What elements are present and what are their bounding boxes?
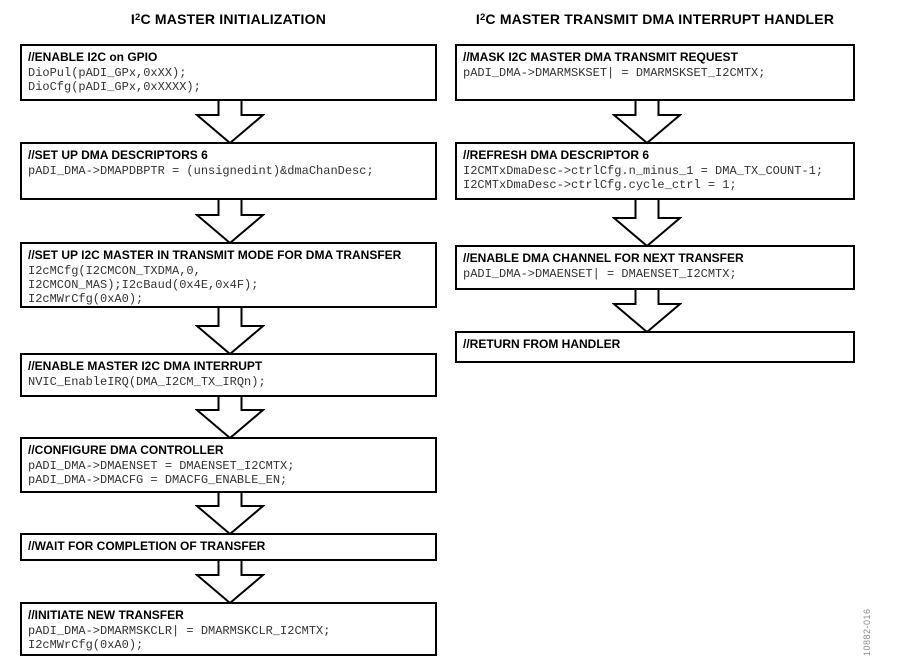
box-code: I2cMCfg(I2CMCON_TXDMA,0, I2CMCON_MAS);I2… bbox=[28, 264, 259, 306]
flow-box-configure-dma-controller: //CONFIGURE DMA CONTROLLER pADI_DMA->DMA… bbox=[20, 437, 437, 493]
box-heading: //ENABLE I2C on GPIO bbox=[28, 50, 158, 64]
box-heading: //ENABLE MASTER I2C DMA INTERRUPT bbox=[28, 359, 263, 373]
title-text: C MASTER INITIALIZATION bbox=[140, 11, 327, 27]
title-superscript: 2 bbox=[479, 12, 486, 23]
box-code: NVIC_EnableIRQ(DMA_I2CM_TX_IRQn); bbox=[28, 375, 266, 389]
box-heading: //REFRESH DMA DESCRIPTOR 6 bbox=[463, 148, 650, 162]
left-column-title: I2C MASTER INITIALIZATION bbox=[20, 11, 437, 27]
down-arrow bbox=[195, 308, 265, 355]
flow-box-wait-for-completion: //WAIT FOR COMPLETION OF TRANSFER bbox=[20, 533, 437, 561]
box-heading: //SET UP DMA DESCRIPTORS 6 bbox=[28, 148, 208, 162]
down-arrow bbox=[195, 200, 265, 244]
box-code: pADI_DMA->DMARMSKCLR| = DMARMSKCLR_I2CMT… bbox=[28, 624, 331, 652]
flow-box-refresh-dma-descriptor: //REFRESH DMA DESCRIPTOR 6 I2CMTxDmaDesc… bbox=[455, 142, 855, 200]
box-code: DioPul(pADI_GPx,0xXX); DioCfg(pADI_GPx,0… bbox=[28, 66, 201, 94]
box-heading: //ENABLE DMA CHANNEL FOR NEXT TRANSFER bbox=[463, 251, 744, 265]
flow-box-mask-dma-transmit-request: //MASK I2C MASTER DMA TRANSMIT REQUEST p… bbox=[455, 44, 855, 101]
flow-box-return-from-handler: //RETURN FROM HANDLER bbox=[455, 331, 855, 363]
box-heading: //SET UP I2C MASTER IN TRANSMIT MODE FOR… bbox=[28, 248, 402, 262]
box-heading: //INITIATE NEW TRANSFER bbox=[28, 608, 184, 622]
down-arrow bbox=[195, 397, 265, 439]
box-code: pADI_DMA->DMARMSKSET| = DMARMSKSET_I2CMT… bbox=[463, 66, 766, 80]
title-text: C MASTER TRANSMIT DMA INTERRUPT HANDLER bbox=[485, 11, 835, 27]
flow-box-enable-i2c-gpio: //ENABLE I2C on GPIO DioPul(pADI_GPx,0xX… bbox=[20, 44, 437, 101]
box-heading: //MASK I2C MASTER DMA TRANSMIT REQUEST bbox=[463, 50, 738, 64]
down-arrow bbox=[195, 561, 265, 604]
box-code: I2CMTxDmaDesc->ctrlCfg.n_minus_1 = DMA_T… bbox=[463, 164, 824, 192]
box-heading: //CONFIGURE DMA CONTROLLER bbox=[28, 443, 224, 457]
flow-box-enable-dma-channel-next-transfer: //ENABLE DMA CHANNEL FOR NEXT TRANSFER p… bbox=[455, 245, 855, 290]
right-column-title: I2C MASTER TRANSMIT DMA INTERRUPT HANDLE… bbox=[455, 11, 855, 27]
title-text: I bbox=[475, 11, 480, 27]
box-heading: //WAIT FOR COMPLETION OF TRANSFER bbox=[28, 539, 266, 553]
down-arrow bbox=[612, 290, 682, 333]
flow-box-setup-i2c-master-transmit: //SET UP I2C MASTER IN TRANSMIT MODE FOR… bbox=[20, 242, 437, 308]
down-arrow bbox=[612, 200, 682, 247]
down-arrow bbox=[612, 101, 682, 144]
figure-number-label: 10882-016 bbox=[862, 608, 872, 656]
title-superscript: 2 bbox=[135, 12, 141, 23]
box-code: pADI_DMA->DMAENSET| = DMAENSET_I2CMTX; bbox=[463, 267, 737, 281]
box-code: pADI_DMA->DMAENSET = DMAENSET_I2CMTX; pA… bbox=[28, 459, 295, 487]
flow-box-initiate-new-transfer: //INITIATE NEW TRANSFER pADI_DMA->DMARMS… bbox=[20, 602, 437, 656]
box-heading: //RETURN FROM HANDLER bbox=[463, 337, 621, 351]
flow-box-setup-dma-descriptors: //SET UP DMA DESCRIPTORS 6 pADI_DMA->DMA… bbox=[20, 142, 437, 200]
down-arrow bbox=[195, 101, 265, 144]
flow-box-enable-master-i2c-dma-interrupt: //ENABLE MASTER I2C DMA INTERRUPT NVIC_E… bbox=[20, 353, 437, 397]
down-arrow bbox=[195, 493, 265, 535]
box-code: pADI_DMA->DMAPDBPTR = (unsignedint)&dmaC… bbox=[28, 164, 374, 178]
title-text: I bbox=[130, 11, 136, 27]
